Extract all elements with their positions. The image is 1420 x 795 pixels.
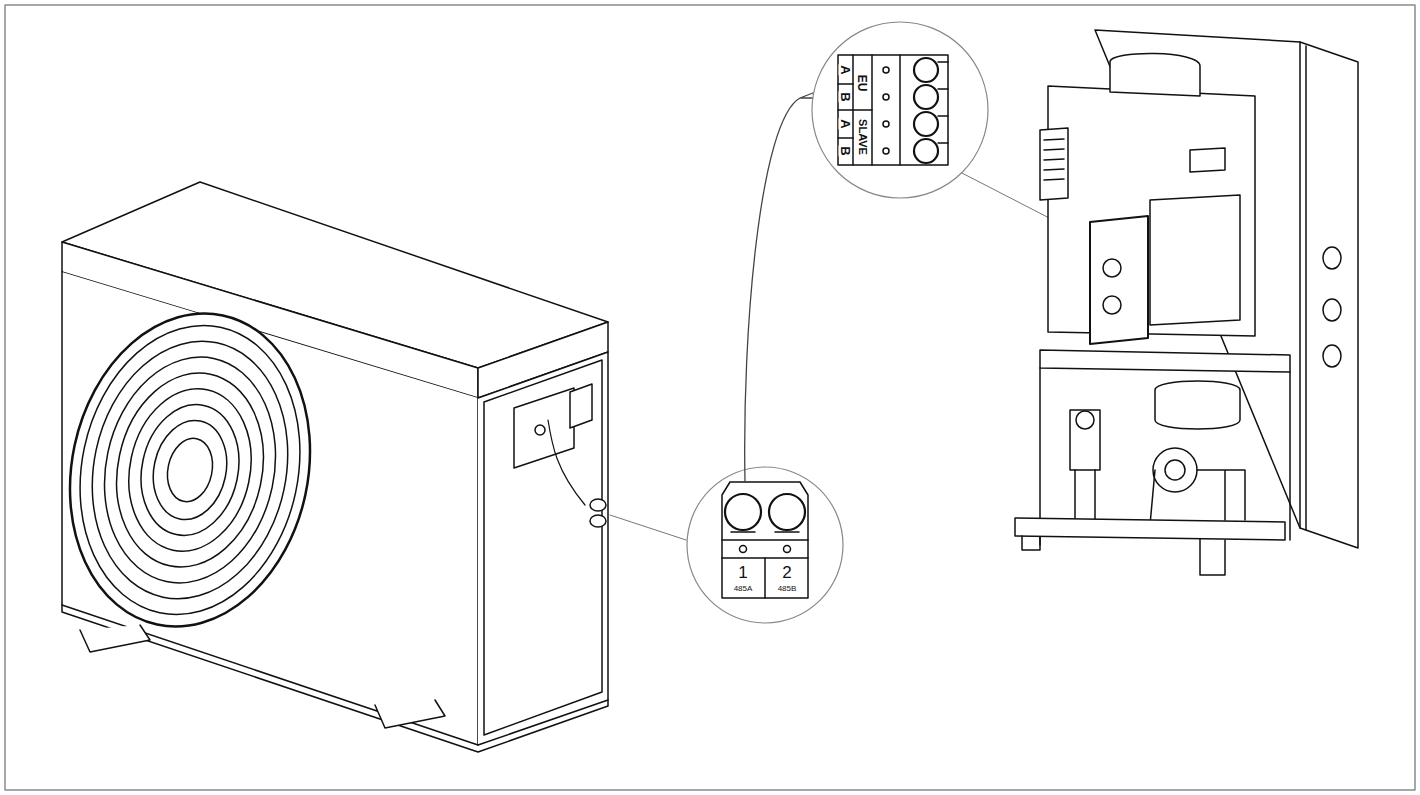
- pin-name: A: [839, 64, 852, 75]
- callout-indoor-terminal: [812, 22, 1088, 238]
- pin-name: B: [839, 91, 852, 102]
- terminal-number: 2: [781, 564, 792, 581]
- terminal-group-label: EU: [856, 74, 868, 93]
- signal-name: 485B: [777, 585, 798, 593]
- terminal-number: 1: [737, 564, 748, 581]
- pin-name: B: [839, 145, 852, 156]
- signal-name: 485A: [733, 585, 754, 593]
- callout-outdoor-terminal: [610, 467, 843, 623]
- pin-name: A: [839, 118, 852, 129]
- terminal-group-label: SLAVE: [857, 118, 868, 156]
- outdoor-unit: [42, 182, 608, 752]
- indoor-unit: [1015, 30, 1358, 575]
